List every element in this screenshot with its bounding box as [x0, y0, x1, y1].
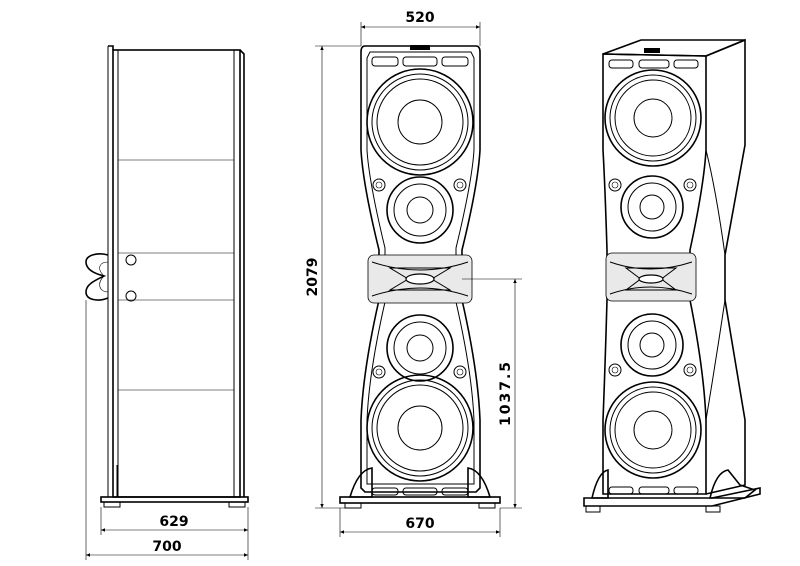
dimension-label-700: 700 — [152, 539, 181, 555]
dimension-label-520: 520 — [405, 10, 434, 26]
dimension-label-670: 670 — [405, 516, 434, 532]
dimension-height: 2079 — [305, 45, 361, 509]
dimension-label-2079: 2079 — [305, 258, 321, 297]
dimension-base-width: 670 — [339, 508, 501, 537]
front-view — [339, 45, 501, 509]
side-view — [85, 45, 249, 508]
dimension-label-1037-5: 1037.5 — [498, 360, 514, 426]
perspective-view — [583, 38, 761, 513]
dimension-center-height: 1037.5 — [462, 278, 522, 509]
dimension-side-depth-outer: 700 — [85, 300, 249, 560]
dimension-side-depth-inner: 629 — [100, 507, 249, 535]
dimension-top-width: 520 — [360, 10, 481, 46]
dimension-label-629: 629 — [159, 514, 188, 530]
